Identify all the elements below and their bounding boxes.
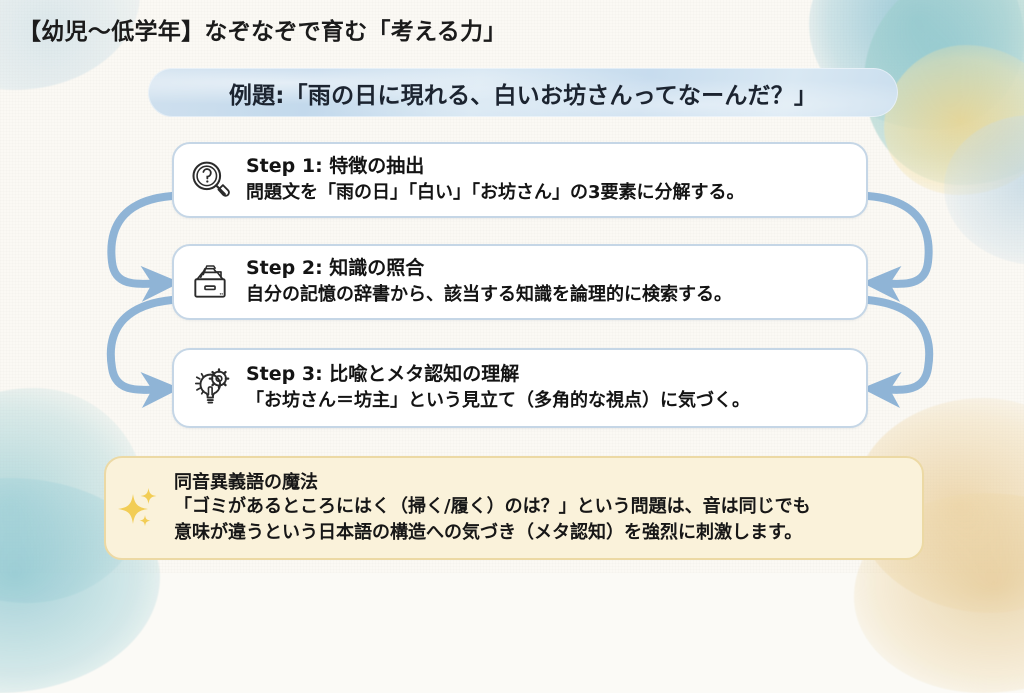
homonym-tip-heading: 同音異義語の魔法 [174, 471, 318, 493]
step-2-heading: Step 2: 知識の照合 [246, 257, 425, 280]
step-card-2: Step 2: 知識の照合 自分の記憶の辞書から、該当する知識を論理的に検索する… [172, 244, 868, 320]
step-card-3: Step 3: 比喩とメタ認知の理解 「お坊さん＝坊主」という見立て（多角的な視… [172, 348, 868, 428]
page-title: 【幼児〜低学年】なぞなぞで育む「考える力」 [18, 19, 507, 45]
step-2-body: Step 2: 知識の照合 自分の記憶の辞書から、該当する知識を論理的に検索する… [246, 257, 746, 306]
step-1-heading: Step 1: 特徴の抽出 [246, 155, 425, 178]
lightbulb-gear-icon [174, 350, 246, 426]
homonym-tip-line-2: 意味が違うという日本語の構造への気づき（メタ認知）を強烈に刺激します。 [174, 521, 803, 543]
example-question-text: 例題:「雨の日に現れる、白いお坊さんってなーんだ？」 [228, 82, 818, 109]
step-3-heading: Step 3: 比喩とメタ認知の理解 [246, 363, 520, 386]
step-1-body: Step 1: 特徴の抽出 問題文を「雨の日」「白い」「お坊さん」の3要素に分解… [246, 155, 759, 204]
homonym-tip-box: 同音異義語の魔法 「ゴミがあるところにはく（掃く/履く）のは？」という問題は、音… [104, 456, 924, 560]
example-question-banner: 例題:「雨の日に現れる、白いお坊さんってなーんだ？」 [148, 68, 898, 117]
step-1-description: 問題文を「雨の日」「白い」「お坊さん」の3要素に分解する。 [246, 182, 745, 204]
homonym-tip-body: 同音異義語の魔法 「ゴミがあるところにはく（掃く/履く）のは？」という問題は、音… [174, 471, 823, 545]
step-card-1: Step 1: 特徴の抽出 問題文を「雨の日」「白い」「お坊さん」の3要素に分解… [172, 142, 868, 218]
step-3-description: 「お坊さん＝坊主」という見立て（多角的な視点）に気づく。 [246, 390, 750, 412]
homonym-tip-line-1: 「ゴミがあるところにはく（掃く/履く）のは？」という問題は、音は同じでも [174, 496, 811, 518]
magnifier-question-icon [174, 144, 246, 216]
step-2-description: 自分の記憶の辞書から、該当する知識を論理的に検索する。 [246, 284, 732, 306]
step-3-body: Step 3: 比喩とメタ認知の理解 「お坊さん＝坊主」という見立て（多角的な視… [246, 363, 764, 412]
file-box-icon [174, 246, 246, 318]
sparkles-icon [106, 458, 174, 558]
